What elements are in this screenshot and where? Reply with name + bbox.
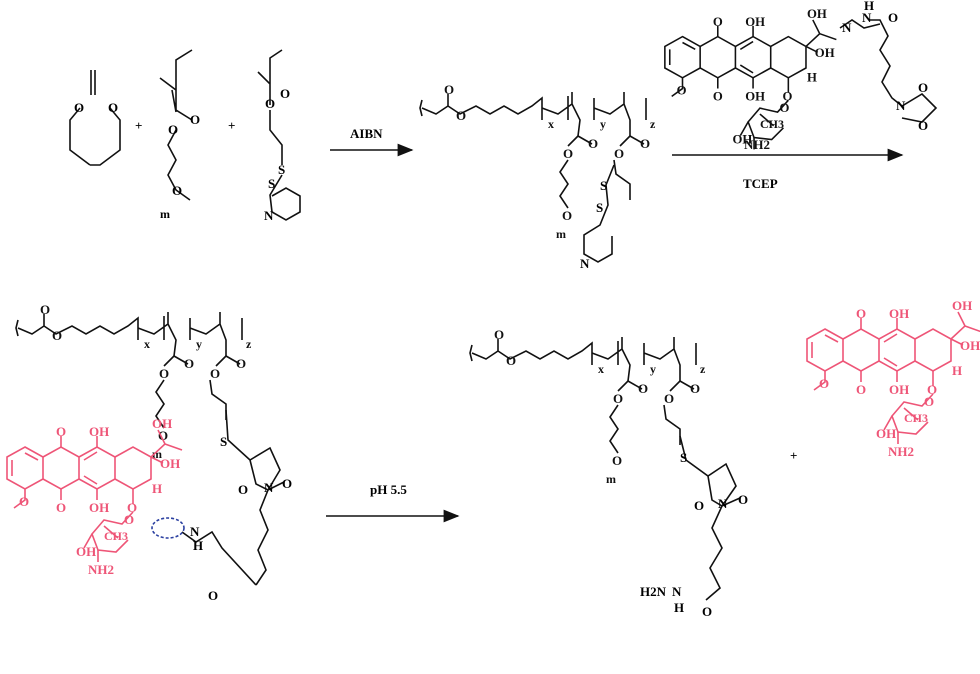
- svg-text:O: O: [702, 604, 712, 619]
- hydrazone-bond-highlight: [151, 517, 185, 539]
- svg-text:O: O: [280, 86, 290, 101]
- plus-sign: +: [135, 118, 142, 133]
- svg-text:O: O: [738, 492, 748, 507]
- svg-text:N: N: [580, 256, 590, 271]
- svg-text:S: S: [268, 176, 275, 191]
- svg-text:H: H: [864, 0, 874, 13]
- svg-text:O: O: [238, 482, 248, 497]
- svg-text:H: H: [193, 538, 203, 553]
- svg-text:O: O: [694, 498, 704, 513]
- cyclic-ketene-acetal: O O: [69, 70, 121, 166]
- amine-label: NH2: [888, 444, 914, 459]
- amine-label: NH2: [88, 562, 114, 577]
- plus-sign: +: [228, 118, 235, 133]
- svg-text:O: O: [282, 476, 292, 491]
- conjugated-doxorubicin: CH3 NH2: [6, 415, 183, 577]
- methyl-label: CH3: [104, 529, 128, 543]
- svg-text:S: S: [596, 200, 603, 215]
- svg-text:O: O: [208, 588, 218, 603]
- svg-text:N: N: [896, 98, 906, 113]
- svg-text:N: N: [264, 480, 274, 495]
- svg-text:O: O: [888, 10, 898, 25]
- reagent-ph: pH 5.5: [370, 482, 407, 497]
- svg-text:m: m: [160, 207, 170, 221]
- polymer-pds: S S N: [419, 81, 657, 271]
- svg-text:S: S: [278, 162, 285, 177]
- oegma-monomer: O O O m: [159, 49, 200, 221]
- plus-sign: +: [790, 448, 797, 463]
- svg-text:S: S: [220, 434, 227, 449]
- svg-text:O: O: [108, 100, 118, 115]
- svg-text:S: S: [680, 450, 687, 465]
- amine-label: NH2: [744, 137, 770, 152]
- svg-text:O: O: [190, 112, 200, 127]
- svg-text:N: N: [672, 584, 682, 599]
- reagent-aibn: AIBN: [350, 126, 383, 141]
- polymer-drug-conjugate: S O O N O N H: [15, 301, 292, 603]
- svg-text:O: O: [918, 80, 928, 95]
- svg-text:N: N: [842, 20, 852, 35]
- svg-text:O: O: [168, 122, 178, 137]
- svg-text:O: O: [265, 96, 275, 111]
- svg-text:N: N: [190, 524, 200, 539]
- methyl-label: CH3: [760, 117, 784, 131]
- released-doxorubicin: CH3 NH2: [806, 297, 980, 459]
- svg-text:N: N: [264, 208, 274, 223]
- polymer-hydrazide-product: S O O N O H2N N H: [469, 326, 748, 619]
- methyl-label: CH3: [904, 411, 928, 425]
- pds-monomer: O O S S N: [257, 49, 301, 223]
- svg-text:O: O: [74, 100, 84, 115]
- svg-text:N: N: [862, 10, 872, 25]
- svg-text:N: N: [718, 496, 728, 511]
- reagent-tcep: TCEP: [743, 176, 778, 191]
- doxorubicin-maleimide-linker: CH3 NH2 N N H O N O O: [664, 0, 938, 152]
- svg-text:O: O: [172, 183, 182, 198]
- svg-text:H: H: [674, 600, 684, 615]
- svg-text:S: S: [600, 178, 607, 193]
- svg-text:H2N: H2N: [640, 584, 667, 599]
- svg-text:O: O: [918, 118, 928, 133]
